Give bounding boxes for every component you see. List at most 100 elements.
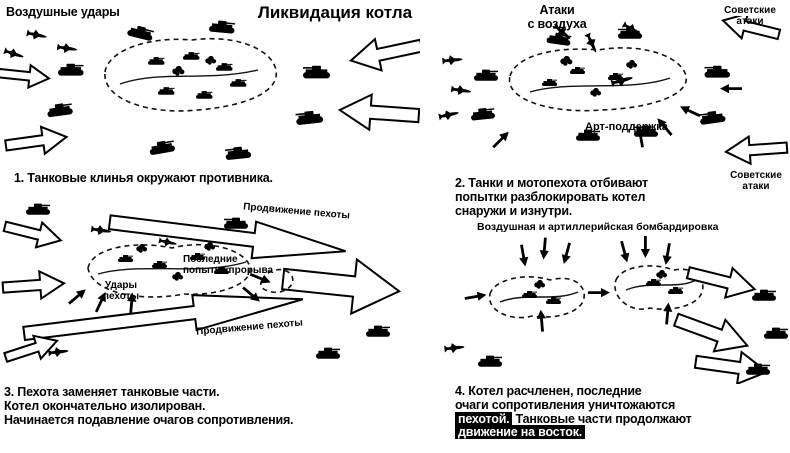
- p4-caption: 4. Котел расчленен, последние очаги сопр…: [455, 384, 692, 440]
- tank-icon: [183, 52, 200, 60]
- plane-icon: [2, 46, 26, 62]
- road-line: [119, 69, 259, 85]
- p4-caption-highlight-1: пехотой.: [455, 411, 513, 426]
- tank-icon: [546, 297, 561, 304]
- advance-arrow: [0, 61, 51, 91]
- plane-icon: [25, 28, 48, 42]
- tank-icon: [764, 327, 788, 339]
- small-pocket: [259, 268, 294, 294]
- plane-icon: [450, 84, 472, 97]
- explosion-icon: [172, 65, 185, 76]
- explosion-icon: [534, 279, 546, 289]
- encircled-pocket: [508, 47, 687, 112]
- eastward-arrow: [683, 257, 760, 305]
- bombardment-arrow: [617, 240, 632, 264]
- strike-arrow: [66, 285, 89, 308]
- p2-air-attack-line1: Атаки: [539, 3, 575, 17]
- explosion-icon: [590, 87, 602, 97]
- plane-icon: [444, 341, 465, 354]
- p4-caption-highlight-2: движение на восток.: [455, 425, 586, 440]
- tank-icon: [152, 261, 167, 268]
- p2-soviet-attacks-top-label: Советские атаки: [724, 5, 776, 27]
- p4-caption-line3: пехотой.Танковые части продолжают: [455, 411, 692, 427]
- advance-arrow: [346, 29, 420, 78]
- strike-arrow: [536, 309, 548, 332]
- panel2-diagram: [438, 16, 789, 167]
- p3-infantry-strikes-label: Удары пехоты: [102, 280, 140, 302]
- strike-arrow: [662, 302, 674, 325]
- pocketed-enemy-units: [522, 269, 683, 304]
- tank-icon: [148, 57, 165, 65]
- tank-icon: [522, 291, 537, 298]
- tank-icon: [668, 287, 683, 294]
- tank-icon: [26, 203, 50, 215]
- tank-icon: [546, 31, 572, 47]
- tank-icon: [126, 23, 155, 42]
- tank-icon: [303, 65, 330, 79]
- encircled-pocket: [104, 38, 277, 112]
- strike-arrow: [464, 290, 488, 304]
- split-pocket-left: [488, 276, 585, 319]
- advance-arrow: [1, 213, 65, 254]
- infantry-advance-arrows: [1, 204, 404, 370]
- p2-caption: 2. Танки и мотопехота отбивают попытки р…: [455, 176, 648, 218]
- p2-soviet-attacks-bottom-label: Советские атаки: [730, 170, 782, 192]
- air-attack-planes: [438, 20, 644, 122]
- p4-caption-line4: движение на восток.: [455, 425, 692, 440]
- tank-icon: [196, 91, 213, 99]
- tank-icon: [295, 109, 324, 126]
- air-strike-planes: [2, 28, 78, 62]
- explosion-icon: [205, 55, 217, 65]
- tank-icon: [470, 107, 496, 121]
- bombardment-arrows: [516, 236, 674, 268]
- tank-icon: [618, 27, 642, 39]
- plane-icon: [582, 32, 601, 55]
- strike-arrow: [588, 288, 610, 298]
- explosion-icon: [626, 59, 638, 69]
- p1-air-strikes-label: Воздушные удары: [6, 5, 120, 19]
- tank-icon: [752, 289, 776, 301]
- tank-icon: [570, 67, 585, 74]
- p3-breakout-label: Последние попытки прорыва: [183, 254, 274, 276]
- bombardment-arrow: [516, 244, 530, 268]
- road-line: [529, 77, 671, 93]
- panel3-diagram: [1, 196, 404, 370]
- p3-caption: 3. Пехота заменяет танковые части. Котел…: [4, 385, 294, 427]
- split-pocket-right: [614, 265, 704, 310]
- explosion-icon: [204, 241, 216, 251]
- tank-icon: [224, 217, 248, 229]
- attack-arrow: [720, 84, 742, 94]
- tank-icon: [158, 87, 175, 95]
- plane-icon: [56, 42, 78, 55]
- plane-icon: [438, 107, 460, 122]
- advance-arrow: [278, 250, 404, 320]
- tank-icon: [46, 102, 74, 118]
- encircling-tanks: [46, 19, 330, 161]
- tank-icon: [474, 69, 498, 81]
- plane-icon: [442, 54, 463, 66]
- explosion-icon: [172, 271, 184, 281]
- attack-arrow: [678, 102, 702, 120]
- advance-arrow: [1, 268, 66, 302]
- bombardment-arrow: [661, 242, 674, 266]
- tank-icon: [216, 63, 233, 71]
- soviet-attack-arrows: [719, 16, 789, 167]
- tank-icon: [230, 79, 247, 87]
- tank-icon: [58, 63, 84, 76]
- p2-air-attack-label: Атаки с воздуха: [502, 3, 612, 32]
- p2-artillery-support-label: Арт-поддержка: [585, 121, 668, 133]
- road-line: [97, 261, 247, 275]
- advance-arrow: [337, 91, 420, 135]
- tank-icon: [118, 255, 133, 262]
- road-line: [625, 279, 697, 291]
- tank-icon: [542, 79, 557, 86]
- bombardment-arrow: [640, 236, 650, 258]
- bombardment-arrow: [559, 241, 574, 266]
- soviet-attack-arrow: [724, 133, 789, 167]
- tank-icon: [478, 355, 502, 367]
- tank-icon: [704, 65, 730, 78]
- tank-icon: [366, 325, 390, 337]
- advance-arrow: [22, 282, 305, 351]
- bombardment-arrow: [538, 237, 550, 260]
